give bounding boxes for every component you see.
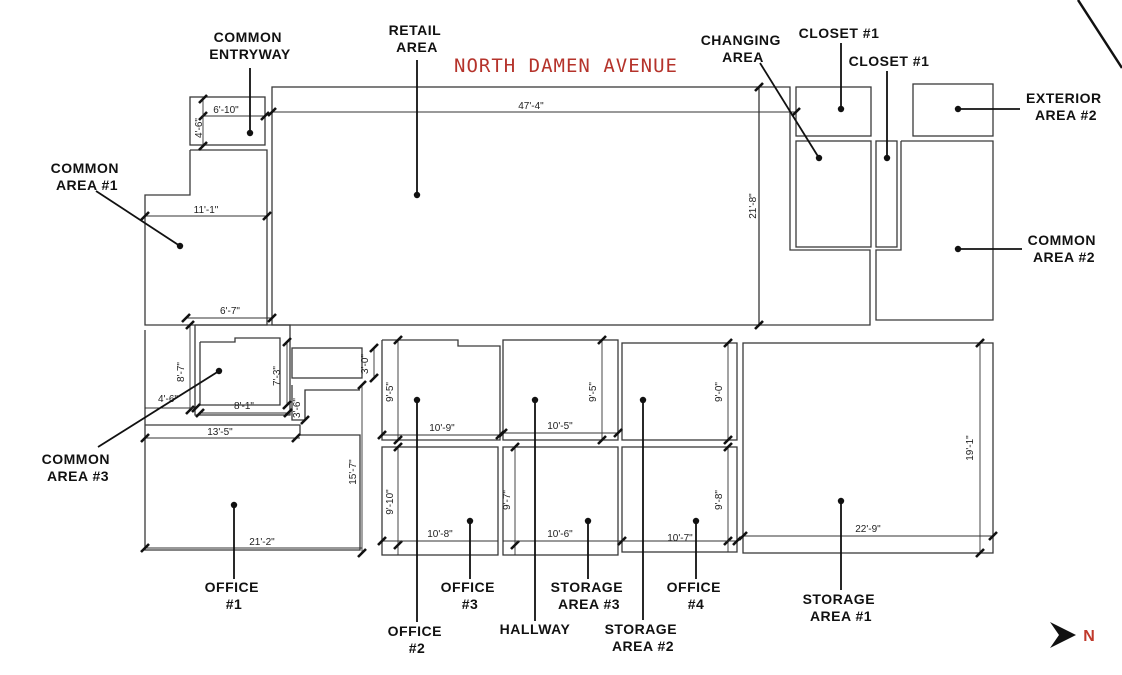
north-arrow: N [1050,622,1095,648]
dim-storage3-height: 9'-7" [502,490,513,510]
dimensions: 6'-10" 4'-6" 47'-4" 21'-8" 11'-1" 6'-7" … [140,82,998,558]
property-edge-line [1076,0,1122,69]
dim-office3-height: 9'-10" [385,489,396,515]
label-hallway: HALLWAY [500,621,571,637]
room-office-4 [621,446,738,553]
room-small-b [291,347,363,379]
dim-common3-width: 4'-6" [158,394,178,405]
room-common-entryway [189,96,266,146]
dim-office2-width: 10'-9" [429,423,455,434]
label-office-2: OFFICE #2 [388,623,447,656]
north-arrow-icon [1050,622,1076,648]
dim-room-a-height: 7'-3" [272,366,283,386]
label-closet-1b: CLOSET #1 [849,53,930,69]
room-storage-3 [502,446,619,556]
north-letter: N [1083,628,1095,645]
dim-storage1-height: 19'-1" [965,435,976,461]
room-common-area-1 [144,149,268,326]
label-changing-area: CHANGING AREA [701,32,786,65]
room-changing-area [795,140,872,248]
room-changing-outline [759,86,871,326]
label-storage-area-1: STORAGE AREA #1 [803,591,880,624]
dim-storage3-width: 10'-6" [547,529,573,540]
label-common-area-2: COMMON AREA #2 [1028,232,1101,265]
dim-small-h1: 3'-6" [292,398,303,418]
dim-storage2-height: 9'-0" [714,382,725,402]
dim-retail-height: 21'-8" [748,193,759,219]
dim-office4-width: 10'-7" [667,533,693,544]
dim-common1-width: 11'-1" [194,205,219,216]
dim-common3-top: 6'-7" [220,306,240,317]
dim-office4-height: 9'-8" [714,490,725,510]
dim-hallway-height: 9'-5" [588,382,599,402]
label-common-area-1: COMMON AREA #1 [51,160,124,193]
label-storage-area-2: STORAGE AREA #2 [605,621,682,654]
label-closet-1a: CLOSET #1 [799,25,880,41]
leaders [95,43,1022,622]
dim-common3-height: 8'-7" [176,362,187,382]
dim-office1-height: 15'-7" [348,459,359,485]
room-storage-2 [621,342,738,441]
label-common-area-3: COMMON AREA #3 [42,451,115,484]
label-exterior-area-2: EXTERIOR AREA #2 [1026,90,1106,123]
room-common-area-3 [194,324,291,416]
dim-office1-width: 21'-2" [249,537,275,548]
street-name: NORTH DAMEN AVENUE [454,55,678,77]
room-retail-area [271,86,760,326]
room-common-area-2 [875,140,994,321]
dim-office1-top: 13'-5" [207,427,233,438]
label-office-1: OFFICE #1 [205,579,264,612]
room-office-2 [381,339,501,441]
dim-room-a-width: 8'-1" [234,401,254,412]
dim-office3-width: 10'-8" [427,529,453,540]
labels: COMMON ENTRYWAY RETAIL AREA CHANGING ARE… [42,22,1106,656]
label-office-4: OFFICE #4 [667,579,726,612]
dim-small-h2: 3'-0" [360,354,371,374]
room-office-1 [144,424,361,551]
room-closet-1a [795,86,872,137]
label-common-entryway: COMMON ENTRYWAY [209,29,291,62]
dim-office2-height: 9'-5" [385,382,396,402]
room-exterior-area-2 [912,83,994,137]
room-inner-a [199,337,281,406]
dim-entry-height: 4'-6" [194,118,205,138]
dim-hallway-width: 10'-5" [547,421,573,432]
label-office-3: OFFICE #3 [441,579,500,612]
label-storage-area-3: STORAGE AREA #3 [551,579,628,612]
room-office-3 [381,446,499,556]
label-retail-area: RETAIL AREA [389,22,446,55]
room-hallway [502,339,619,441]
dim-storage1-width: 22'-9" [855,524,881,535]
dim-retail-width: 47'-4" [518,101,544,112]
room-storage-1 [742,342,994,554]
dim-entry-width: 6'-10" [213,105,239,116]
rooms [144,83,994,556]
